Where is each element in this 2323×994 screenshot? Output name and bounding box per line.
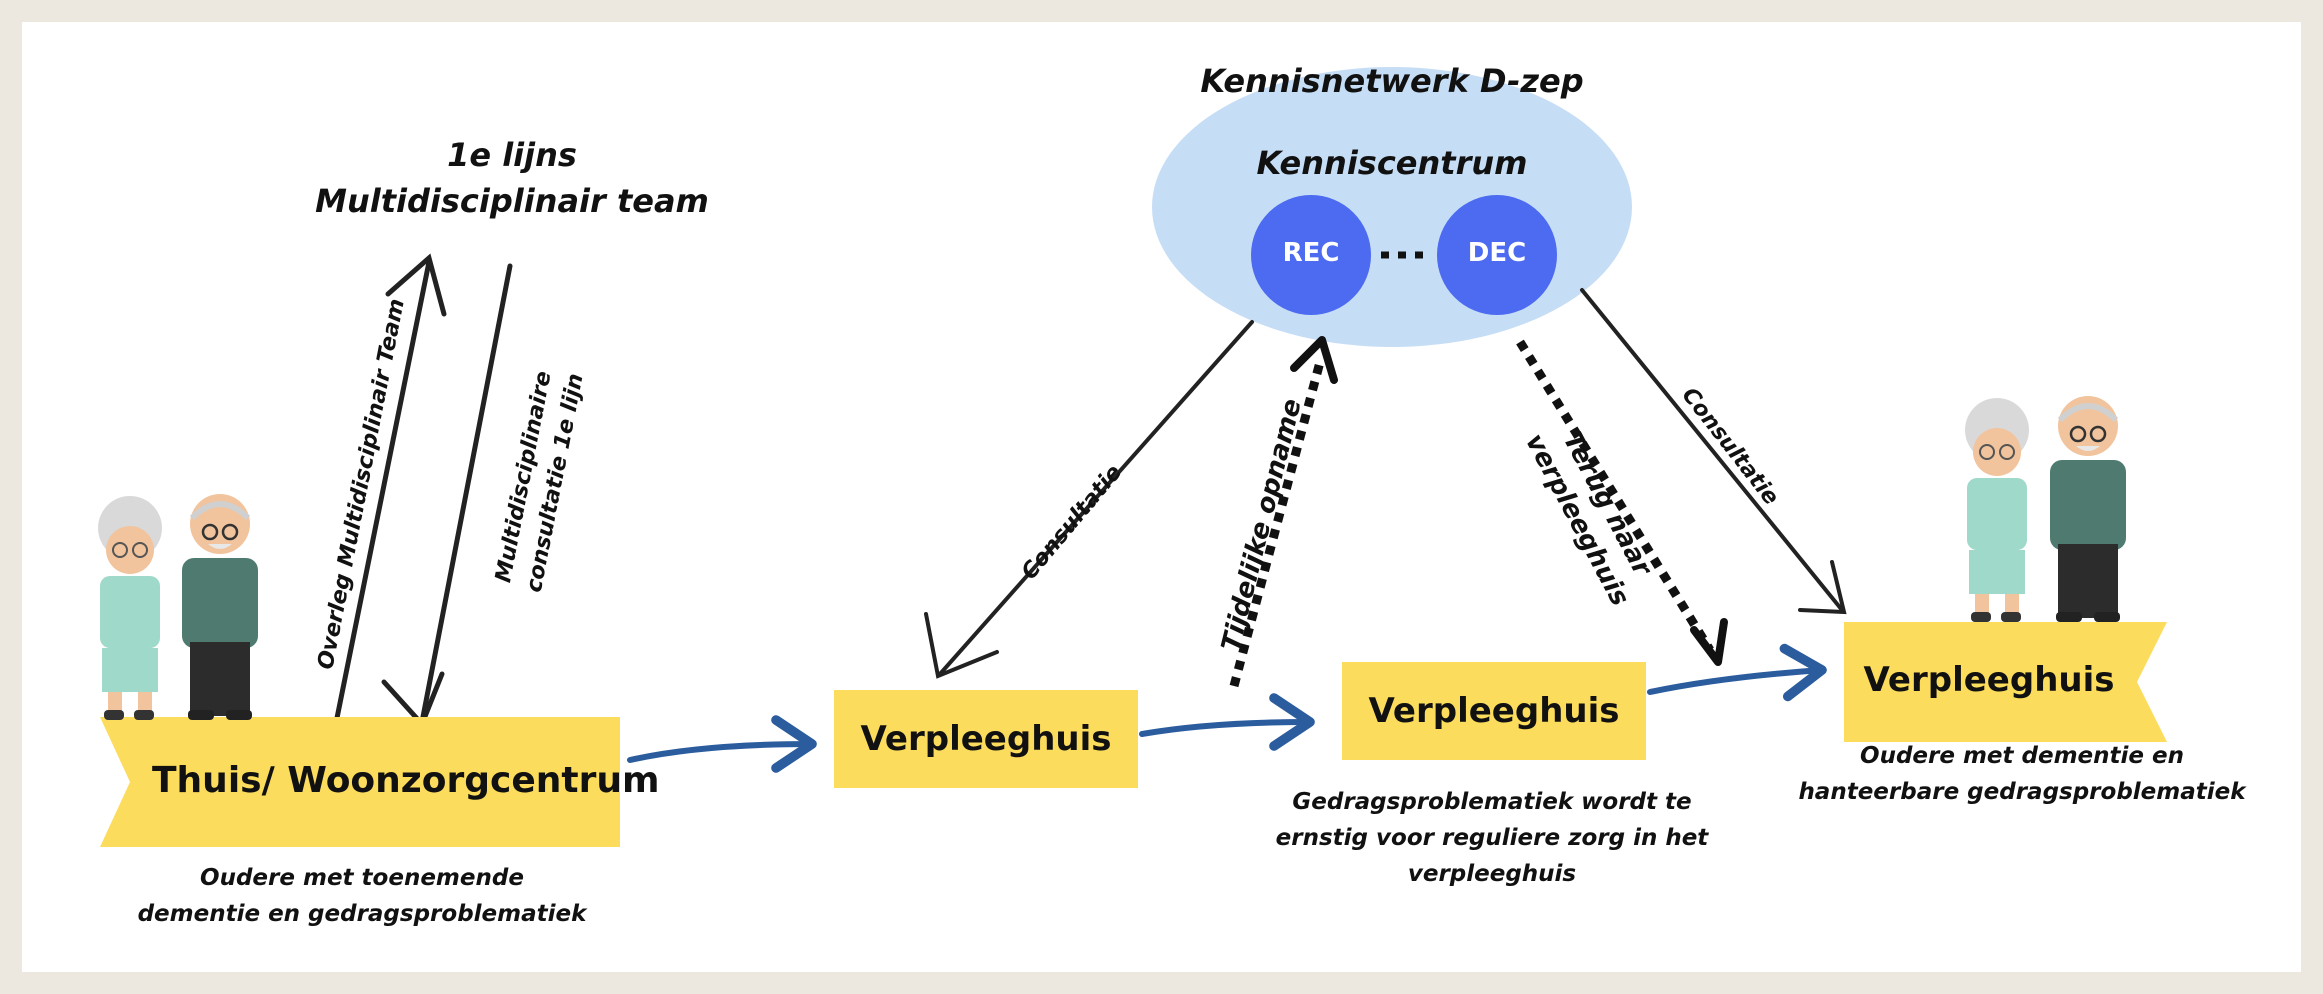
- diagram-connectors: [98, 67, 2167, 847]
- nh2-caption: Gedragsproblematiek wordt te ernstig voo…: [1242, 784, 1742, 892]
- home-ribbon: [100, 717, 620, 847]
- nh2-caption-line1: Gedragsproblematiek wordt te: [1292, 789, 1692, 815]
- tijdelijke-opname-arrow: [1229, 336, 1338, 688]
- nh3-ribbon: [1844, 622, 2167, 742]
- home-caption-line2: dementie en gedragsproblematiek: [137, 901, 587, 927]
- kenniscentrum-ellipse: [1152, 67, 1632, 347]
- first-line-team-title: 1e lijns Multidisciplinair team: [292, 132, 732, 224]
- verpleeghuis-box-1: Verpleeghuis: [834, 690, 1138, 788]
- nh3-caption-line1: Oudere met dementie en: [1860, 743, 2184, 769]
- first-line-title-line2: Multidisciplinair team: [315, 182, 709, 220]
- nh3-caption: Oudere met dementie en hanteerbare gedra…: [1772, 738, 2272, 810]
- verpleeghuis-1-label: Verpleeghuis: [860, 719, 1112, 759]
- flow-arrow-nh2-to-nh3: [1647, 643, 1827, 702]
- overleg-arrow: [334, 253, 447, 721]
- flow-arrow-nh1-to-nh2: [1139, 693, 1315, 751]
- home-caption: Oudere met toenemende dementie en gedrag…: [132, 860, 592, 932]
- dec-label: DEC: [1467, 238, 1527, 268]
- home-stage-label: Thuis/ Woonzorgcentrum: [152, 760, 660, 801]
- dec-node: [1437, 195, 1557, 315]
- diagram-canvas: Kennisnetwerk D-zep Kenniscentrum REC DE…: [22, 22, 2301, 972]
- network-title: Kennisnetwerk D-zep: [1200, 62, 1584, 100]
- rec-node: [1251, 195, 1371, 315]
- first-line-title-line1: 1e lijns: [447, 136, 577, 174]
- verpleeghuis-3-label: Verpleeghuis: [1863, 660, 2115, 700]
- home-caption-line1: Oudere met toenemende: [200, 865, 524, 891]
- nh2-caption-line2: ernstig voor reguliere zorg in het: [1275, 825, 1709, 851]
- verpleeghuis-2-label: Verpleeghuis: [1368, 691, 1620, 731]
- consultatie-right-arrow: [1580, 288, 1847, 615]
- elderly-couple-right-illustration: [1965, 396, 2126, 622]
- elderly-couple-left-illustration: [98, 494, 258, 720]
- flow-arrow-home-to-nh1: [627, 715, 817, 773]
- terug-naar-verpleeghuis-arrow: [1516, 339, 1728, 666]
- rec-label: REC: [1282, 238, 1340, 268]
- verpleeghuis-box-2: Verpleeghuis: [1342, 662, 1646, 760]
- nh2-caption-line3: verpleeghuis: [1407, 861, 1577, 887]
- kenniscentrum-label: Kenniscentrum: [1256, 144, 1528, 182]
- consultatie-left-arrow: [924, 320, 1254, 679]
- nh3-caption-line2: hanteerbare gedragsproblematiek: [1798, 779, 2246, 805]
